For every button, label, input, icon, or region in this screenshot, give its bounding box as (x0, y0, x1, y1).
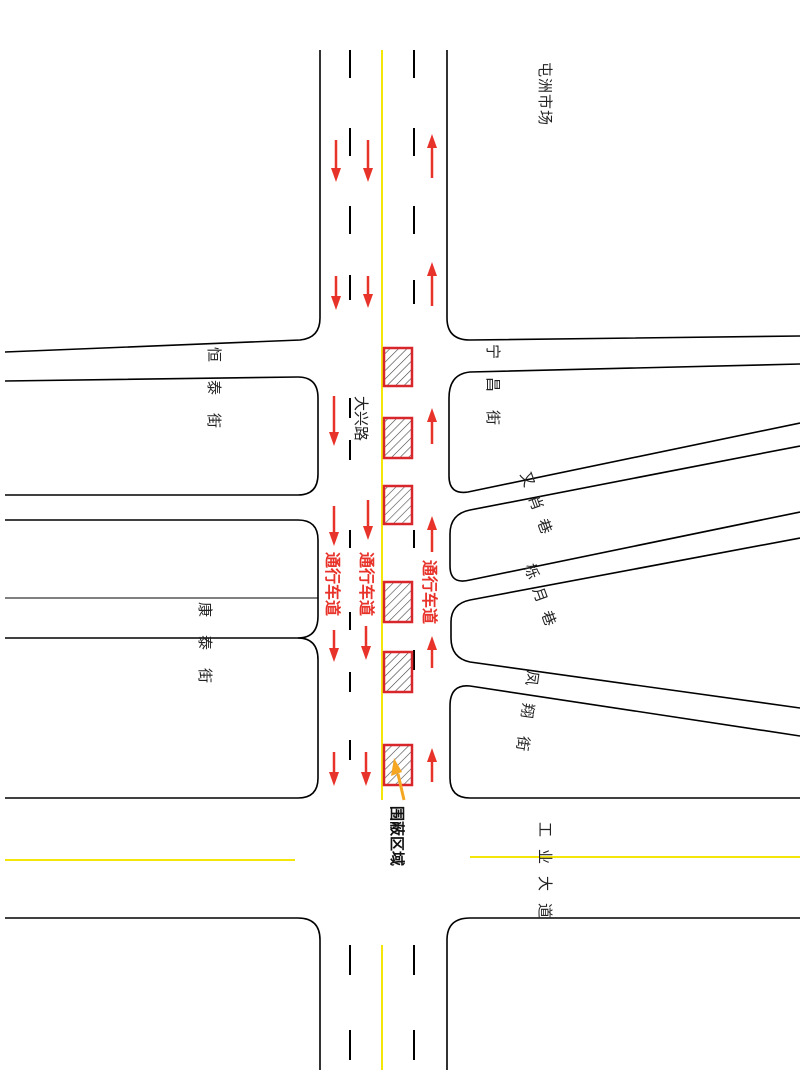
road-edges (4, 50, 800, 1070)
left-block-2 (5, 519, 319, 639)
arrow-down (363, 500, 373, 540)
main-road-right-edge-top (446, 50, 800, 341)
enclosed-zone-1 (382, 346, 414, 388)
label-you-xiao-lane: 又肖巷 (516, 469, 559, 546)
arrow-up (427, 262, 437, 306)
center-lines (5, 50, 800, 1070)
direction-arrows (329, 134, 437, 786)
arrow-down (361, 626, 371, 660)
arrow-down (331, 276, 341, 310)
bottom-right-block (446, 917, 800, 1070)
enclosed-zone-2 (382, 416, 414, 460)
right-block-2 (449, 445, 800, 582)
label-tunzhou-market: 屯洲市场 (536, 62, 554, 126)
arrow-down (329, 752, 339, 786)
arrow-up (427, 134, 437, 178)
lane-label-left-inner: 通行车道 (357, 552, 376, 616)
left-block-3 (5, 637, 319, 799)
left-block-1 (4, 376, 319, 496)
right-block-1 (448, 363, 800, 494)
arrow-down (361, 752, 371, 786)
arrow-down (363, 140, 373, 182)
label-heng-tai-street: 恒泰街 (205, 347, 223, 446)
pointer-arrow (391, 758, 406, 801)
lane-label-right: 通行车道 (420, 560, 439, 624)
label-industrial-avenue: 工业大道 (536, 822, 554, 930)
enclosed-zone-5 (382, 650, 414, 694)
label-lian-yue-lane: 栎月巷 (520, 561, 563, 638)
arrow-up (427, 636, 437, 668)
label-enclosed-area: 围蔽区域 (388, 806, 406, 866)
right-block-4 (449, 685, 800, 799)
right-block-3 (450, 537, 800, 709)
arrow-up (427, 516, 437, 552)
main-road-left-edge-top (4, 50, 321, 353)
label-daxing-road: 大兴路 (352, 396, 370, 441)
label-kang-tai-street: 康泰街 (196, 602, 214, 701)
enclosed-zones (382, 346, 414, 787)
label-ning-chang-street: 宁昌街 (484, 344, 502, 443)
bottom-left-block (5, 917, 321, 1070)
arrow-down (329, 506, 339, 546)
arrow-down (329, 396, 339, 446)
label-feng-xiang-street: 凤翔街 (510, 669, 542, 770)
lane-label-left-outer: 通行车道 (323, 552, 342, 616)
arrow-up (427, 408, 437, 444)
arrow-up (427, 748, 437, 782)
arrow-down (329, 630, 339, 662)
lane-dashes (349, 50, 415, 1060)
enclosed-zone-3 (382, 484, 414, 526)
arrow-down (363, 276, 373, 308)
arrow-down (331, 140, 341, 182)
enclosed-zone-4 (382, 580, 414, 624)
